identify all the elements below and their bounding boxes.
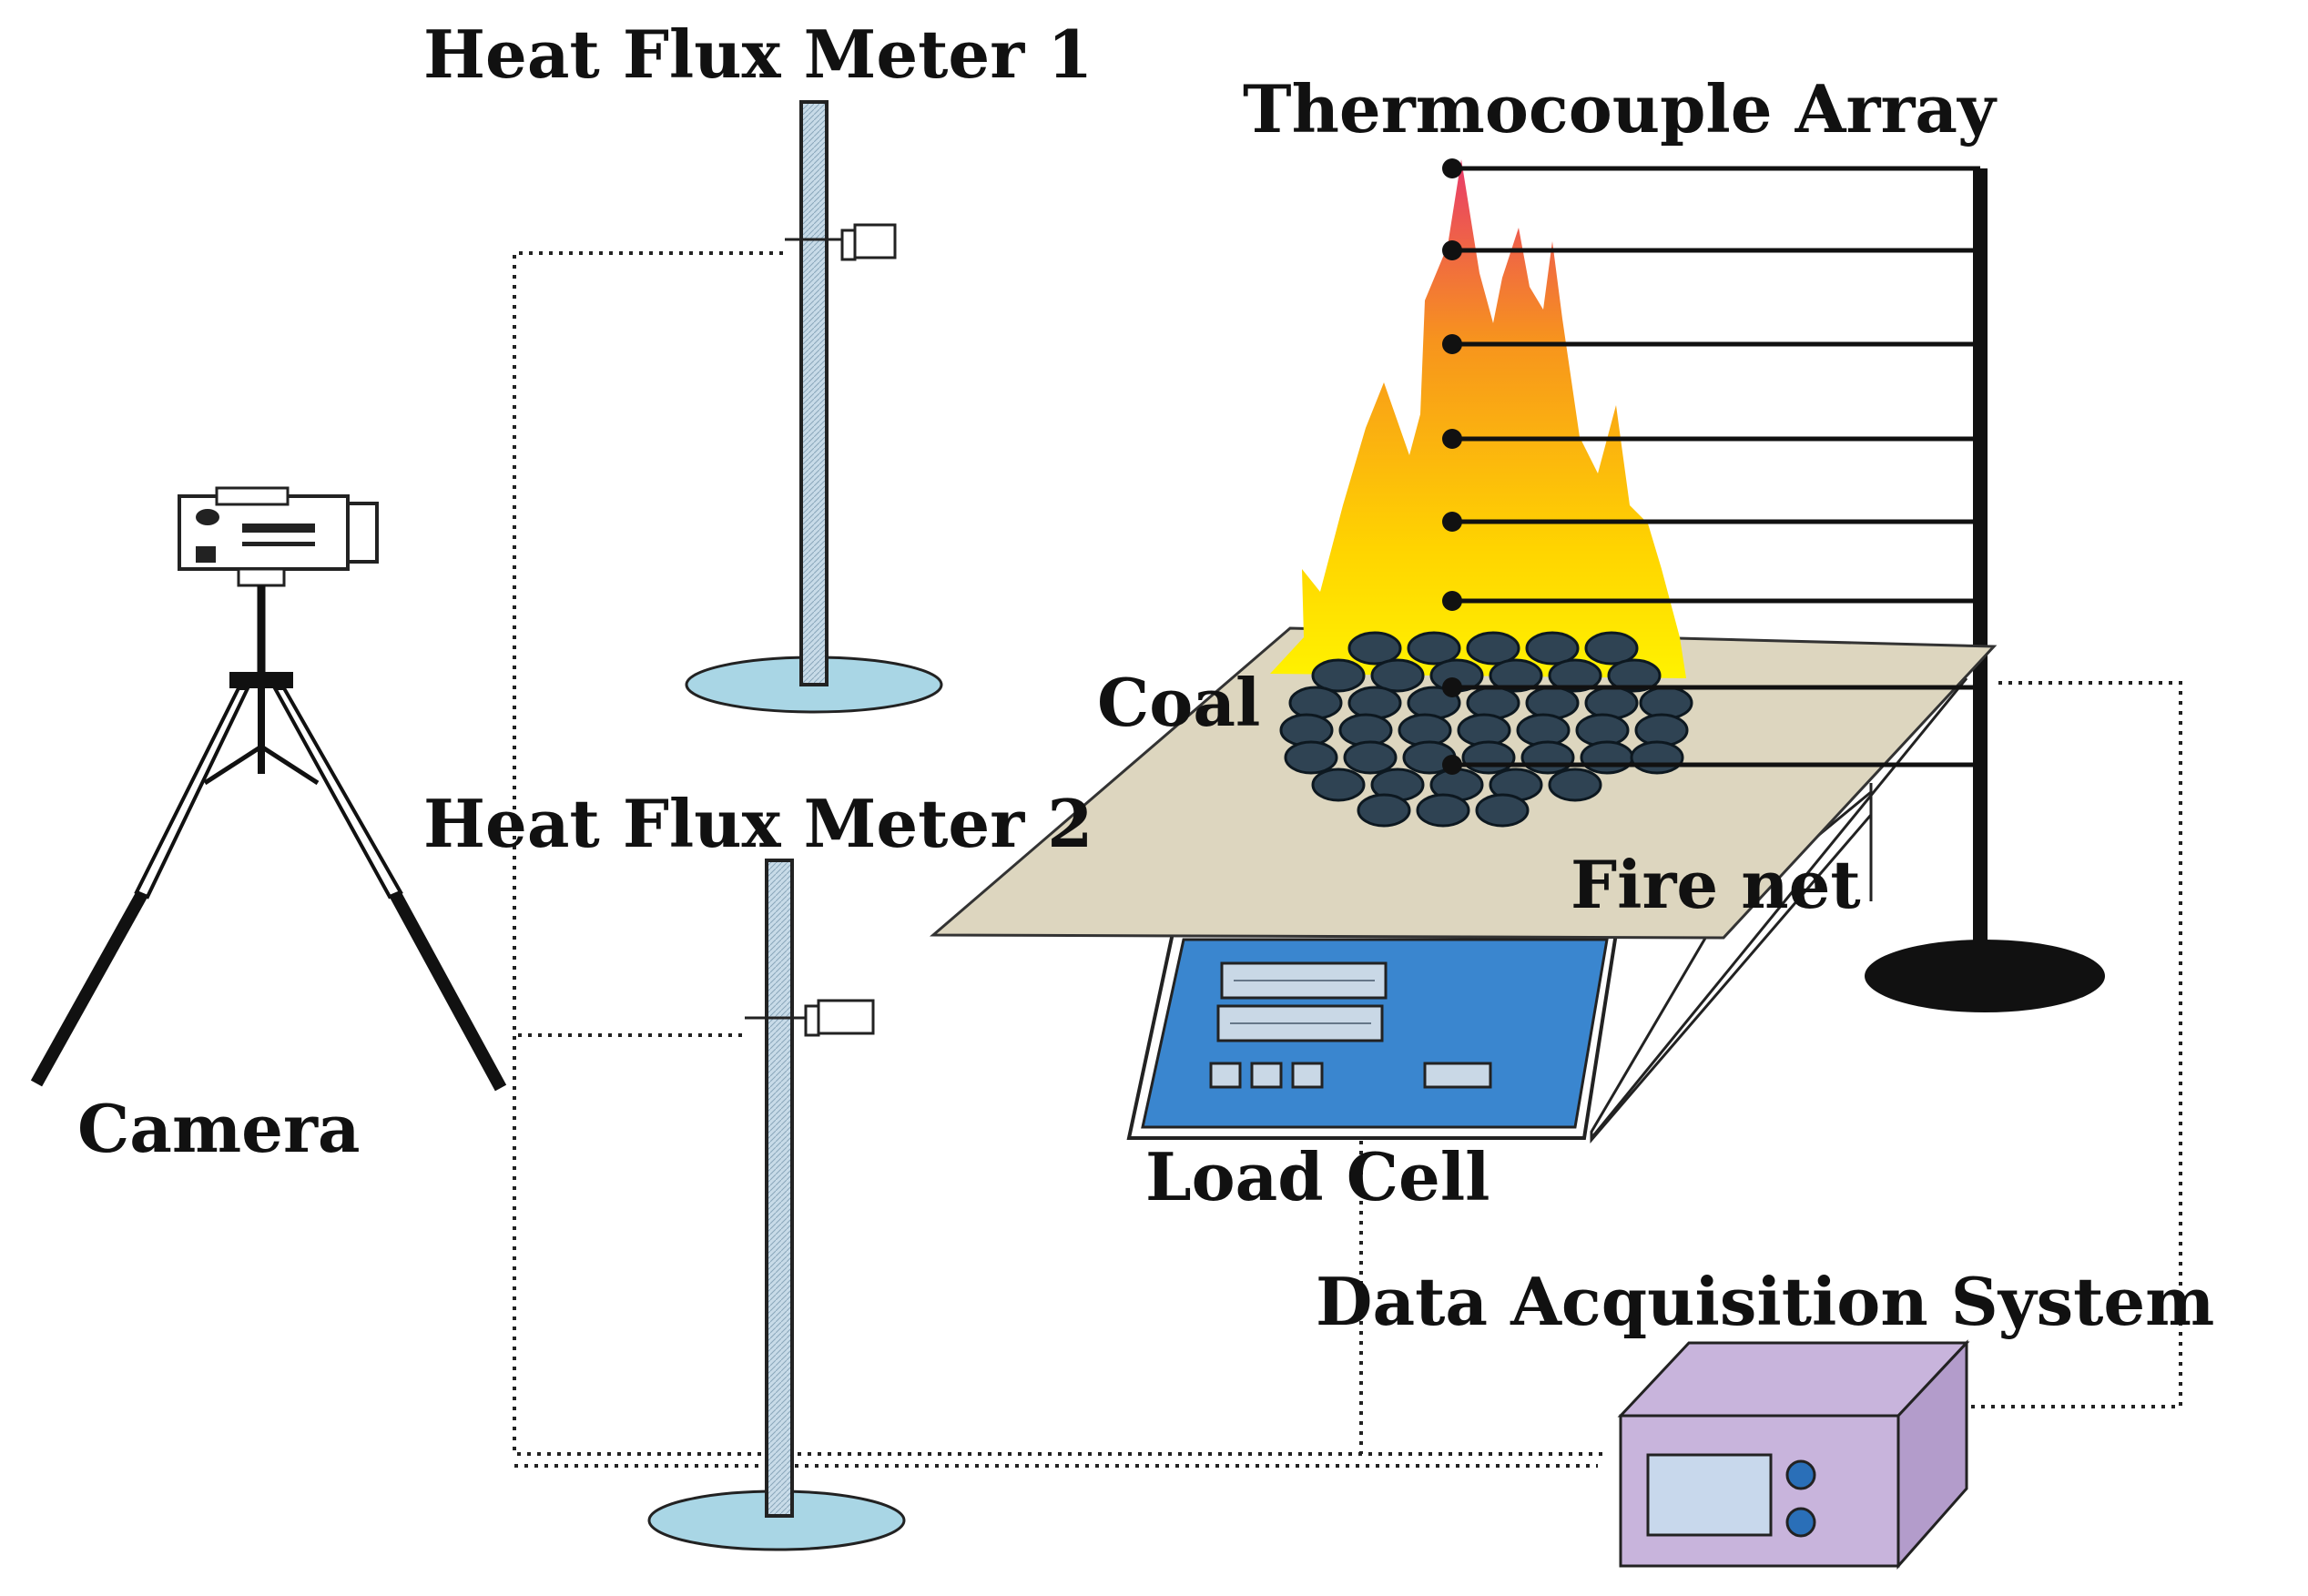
- coal-lump: [1630, 740, 1684, 775]
- heat-flux-meter-2: [647, 859, 906, 1551]
- flame-icon: [1270, 159, 1686, 678]
- thermocouple-array-label: Thermocouple Array: [1243, 70, 1998, 147]
- fire-net-label: Fire net: [1571, 846, 1861, 923]
- meter-2-sensor-icon: [745, 999, 875, 1037]
- coal-lump: [1347, 686, 1402, 720]
- thermocouple-probe: [1442, 429, 1980, 449]
- daq-screen: [1646, 1453, 1773, 1537]
- thermocouple-probe: [1442, 677, 1980, 697]
- coal-lump: [1466, 686, 1520, 720]
- data-acquisition-system: [1617, 1339, 1970, 1570]
- thermocouple-probe: [1442, 512, 1980, 532]
- daq-knob-bottom: [1785, 1507, 1816, 1538]
- coal-lump: [1525, 686, 1580, 720]
- coal-lump: [1370, 658, 1425, 693]
- camera-tripod: [30, 486, 507, 1092]
- coal-lump: [1489, 658, 1543, 693]
- coal-label: Coal: [1097, 664, 1260, 741]
- coal-lump: [1525, 631, 1580, 666]
- coal-lump: [1580, 740, 1634, 775]
- thermocouple-probe: [1442, 334, 1980, 354]
- camera-label: Camera: [77, 1090, 361, 1167]
- coal-lump: [1461, 740, 1516, 775]
- thermocouple-array: [1442, 158, 1980, 775]
- tripod-icon: [30, 585, 507, 1092]
- coal-lump: [1343, 740, 1398, 775]
- coal-lump: [1520, 740, 1575, 775]
- thermocouple-probe: [1442, 158, 1980, 178]
- meter-2-pole: [765, 859, 794, 1518]
- load-cell-label: Load Cell: [1145, 1138, 1490, 1215]
- heat-flux-meter-1: [685, 100, 943, 714]
- coal-lump: [1584, 686, 1639, 720]
- coal-lump: [1607, 658, 1662, 693]
- coal-lump: [1284, 740, 1338, 775]
- coal-lump: [1347, 631, 1402, 666]
- coal-lump: [1475, 793, 1530, 828]
- load-cell-buttons: [1209, 1062, 1492, 1089]
- thermocouple-stand-base: [1865, 940, 2105, 1012]
- load-cell-display: [1216, 961, 1388, 1042]
- meter-1-sensor-icon: [785, 223, 897, 261]
- coal-lump: [1288, 686, 1343, 720]
- video-camera-icon: [178, 486, 379, 587]
- wire-meter1-to-daq: [513, 251, 1607, 1456]
- heat-flux-meter-1-label: Heat Flux Meter 1: [423, 15, 1093, 93]
- coal-lump: [1584, 631, 1639, 666]
- coal-lump: [1357, 793, 1411, 828]
- signal-wiring: [513, 251, 2182, 1468]
- load-cell-assembly: [1126, 677, 1968, 1144]
- daq-knob-top: [1785, 1459, 1816, 1490]
- coal-lump: [1311, 768, 1366, 802]
- meter-1-pole: [799, 100, 829, 686]
- data-acquisition-system-label: Data Acquisition System: [1316, 1263, 2214, 1340]
- thermocouple-stand: [1865, 168, 2105, 1012]
- thermocouple-probe: [1442, 591, 1980, 611]
- coal-lump: [1548, 768, 1602, 802]
- coal-lump: [1311, 658, 1366, 693]
- coal-lump: [1548, 658, 1602, 693]
- coal-lump: [1416, 793, 1470, 828]
- thermocouple-probe: [1442, 240, 1980, 260]
- coal-lump: [1466, 631, 1520, 666]
- thermocouple-probe: [1442, 755, 1980, 775]
- heat-flux-meter-2-label: Heat Flux Meter 2: [423, 785, 1093, 862]
- coal-lump: [1407, 631, 1461, 666]
- wire-thermocouple-to-daq: [1953, 681, 2182, 1408]
